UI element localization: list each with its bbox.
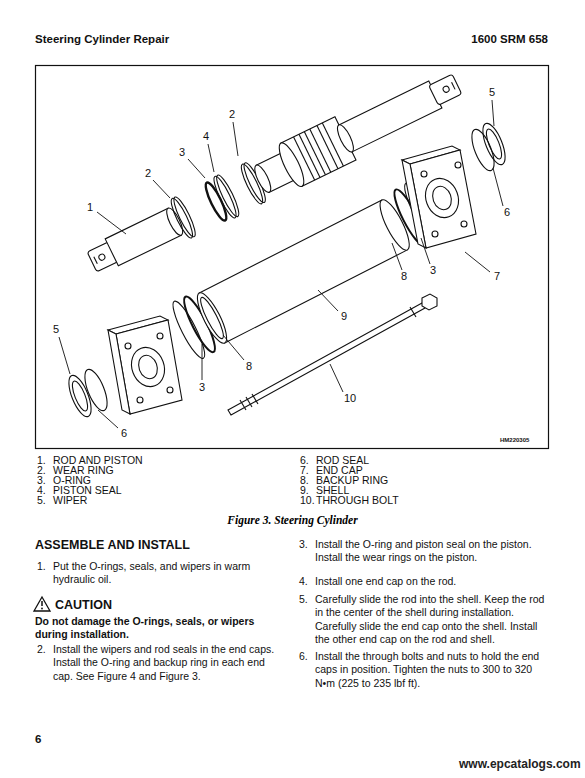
callout-number: 4 xyxy=(202,130,210,143)
watermark: www.epcatalogs.com xyxy=(459,757,581,771)
callout-number: 1 xyxy=(86,201,94,214)
body-text: 2. xyxy=(37,643,46,656)
page-header: 1600 SRM 658 xyxy=(471,33,548,47)
section-heading: CAUTION xyxy=(55,598,112,613)
legend-item: 8. xyxy=(300,475,309,485)
body-text: Install the through bolts and nuts to ho… xyxy=(315,650,550,690)
body-text: Put the O-rings, seals, and wipers in wa… xyxy=(53,560,275,587)
callout-number: 9 xyxy=(340,310,348,323)
body-text: 6. xyxy=(299,650,308,663)
body-text: 1. xyxy=(37,560,46,573)
legend-item: ROD AND PISTON xyxy=(53,455,143,465)
wiper xyxy=(64,373,95,420)
shell xyxy=(168,180,441,361)
callout-number: 5 xyxy=(488,86,496,99)
through-bolt xyxy=(228,294,437,415)
callout-number: 8 xyxy=(400,270,408,283)
legend-item: THROUGH BOLT xyxy=(316,495,399,505)
callout-number: 8 xyxy=(245,360,253,373)
body-text: 4. xyxy=(299,575,308,588)
callout-number: 2 xyxy=(228,108,236,121)
body-text: Carefully slide the rod into the shell. … xyxy=(315,593,550,647)
legend-item: 3. xyxy=(37,475,46,485)
section-heading: ASSEMBLE AND INSTALL xyxy=(35,538,190,553)
figure-caption: Figure 3. Steering Cylinder xyxy=(0,514,585,526)
legend-item: O-RING xyxy=(53,475,91,485)
end-cap-right xyxy=(402,121,510,248)
page-header: Steering Cylinder Repair xyxy=(35,33,169,47)
legend-item: WIPER xyxy=(53,495,87,505)
callout-number: 6 xyxy=(503,206,511,219)
body-text: Install one end cap on the rod. xyxy=(315,575,550,588)
body-text: 3. xyxy=(299,538,308,551)
body-text: 5. xyxy=(299,593,308,606)
callout-number: 2 xyxy=(144,167,152,180)
legend-item: ROD SEAL xyxy=(316,455,369,465)
legend-item: PISTON SEAL xyxy=(53,485,122,495)
caution-text: Do not damage the O-rings, seals, or wip… xyxy=(35,615,275,642)
callout-number: 7 xyxy=(493,270,501,283)
callout-number: 10 xyxy=(343,392,357,405)
callout-number: 3 xyxy=(429,264,437,277)
callout-number: 5 xyxy=(52,323,60,336)
body-text: Install the O-ring and piston seal on th… xyxy=(315,538,550,565)
legend-item: 1. xyxy=(37,455,46,465)
legend-item: 6. xyxy=(300,455,309,465)
legend-item: END CAP xyxy=(316,465,363,475)
leader-lines xyxy=(59,100,503,428)
callout-number: 6 xyxy=(120,427,128,440)
body-text: Install the wipers and rod seals in the … xyxy=(53,643,275,683)
legend-item: WEAR RING xyxy=(53,465,114,475)
figure-code: HM220305 xyxy=(500,437,529,444)
wiper xyxy=(478,121,509,168)
legend-item: 5. xyxy=(37,495,46,505)
rod-and-piston xyxy=(81,62,467,283)
caution-icon xyxy=(34,597,50,611)
legend-item: 10. xyxy=(300,495,315,505)
legend-item: 2. xyxy=(37,465,46,475)
callout-number: 3 xyxy=(178,146,186,159)
legend-item: 4. xyxy=(37,485,46,495)
callout-number: 3 xyxy=(198,381,206,394)
legend-item: BACKUP RING xyxy=(316,475,388,485)
end-cap-left xyxy=(64,316,182,419)
legend-item: 9. xyxy=(300,485,309,495)
legend-item: SHELL xyxy=(316,485,349,495)
rod-seal xyxy=(80,367,111,414)
figure-frame xyxy=(36,66,549,449)
page-number: 6 xyxy=(35,733,41,747)
legend-item: 7. xyxy=(300,465,309,475)
